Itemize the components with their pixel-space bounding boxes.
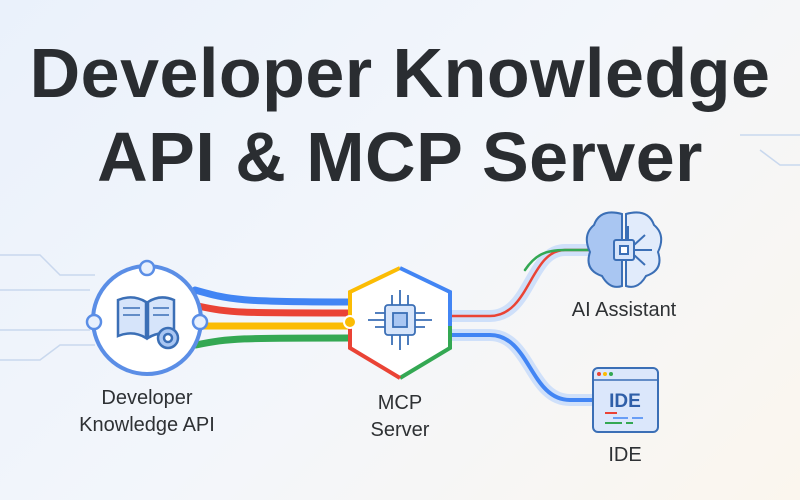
- assistant-label: AI Assistant: [571, 299, 677, 321]
- mcp-label-line-2: Server: [370, 419, 430, 441]
- mcp-label-line-1: MCP: [377, 392, 423, 414]
- api-label: Developer Knowledge API: [47, 385, 247, 439]
- title-line-2: API & MCP Server: [97, 118, 703, 196]
- connectors-api-mcp: [191, 286, 354, 349]
- mcp-node[interactable]: [343, 266, 452, 380]
- circuit-decoration: [0, 134, 800, 361]
- chip-icon: [368, 290, 432, 350]
- brain-chip-icon[interactable]: [585, 211, 663, 288]
- ide-window-icon[interactable]: IDE: [592, 367, 659, 433]
- api-node[interactable]: [85, 259, 209, 376]
- ide-label: IDE: [608, 444, 642, 466]
- ide-icon-text: IDE: [609, 391, 641, 412]
- book-gear-icon: [116, 296, 180, 350]
- mcp-label: MCP Server: [330, 390, 470, 444]
- api-label-line-1: Developer: [101, 387, 193, 409]
- connectors-out: [446, 244, 598, 406]
- api-label-line-2: Knowledge API: [79, 414, 215, 436]
- title-line-1: Developer Knowledge: [29, 34, 771, 112]
